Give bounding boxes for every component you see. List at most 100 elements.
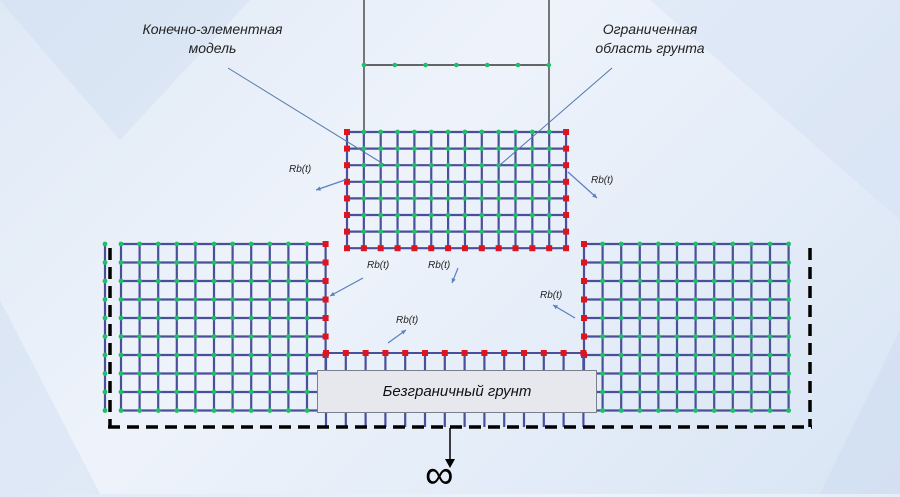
- node: [600, 260, 605, 265]
- node: [618, 352, 624, 358]
- node: [730, 278, 736, 284]
- node: [230, 334, 236, 339]
- node: [378, 162, 384, 168]
- node: [513, 229, 518, 235]
- node: [378, 129, 384, 135]
- force-label: Rb(t): [540, 290, 563, 301]
- node: [118, 241, 124, 247]
- node: [693, 260, 698, 265]
- node: [600, 297, 605, 302]
- node: [395, 146, 400, 152]
- node: [730, 315, 736, 321]
- node: [378, 212, 384, 218]
- node: [230, 241, 236, 247]
- node: [711, 241, 717, 247]
- node: [174, 352, 180, 358]
- node: [749, 241, 754, 247]
- node: [656, 241, 661, 247]
- node: [546, 129, 552, 135]
- node: [674, 297, 680, 302]
- node: [102, 260, 108, 265]
- node: [174, 315, 180, 321]
- node: [392, 62, 398, 68]
- node: [600, 371, 605, 376]
- node: [693, 389, 698, 395]
- node: [462, 162, 468, 168]
- node: [412, 212, 417, 218]
- boundary-node: [342, 350, 349, 356]
- node: [155, 352, 161, 358]
- boundary-node: [377, 245, 384, 252]
- boundary-node: [563, 245, 570, 252]
- boundary-node: [563, 228, 570, 235]
- node: [546, 146, 552, 152]
- node: [767, 241, 773, 247]
- boundary-node: [322, 315, 329, 321]
- node: [445, 162, 451, 168]
- node: [767, 278, 773, 284]
- node: [102, 334, 108, 339]
- node: [361, 146, 367, 152]
- boundary-node: [560, 350, 567, 356]
- node: [479, 129, 485, 135]
- node: [248, 260, 254, 265]
- boundary-node: [344, 129, 350, 135]
- node: [211, 334, 217, 339]
- infinity-symbol: ∞: [425, 453, 454, 497]
- node: [656, 278, 661, 284]
- node: [730, 408, 736, 413]
- node: [546, 229, 552, 235]
- node: [267, 260, 273, 265]
- node: [786, 389, 791, 395]
- node: [693, 297, 698, 302]
- node: [600, 334, 605, 339]
- node: [248, 334, 254, 339]
- node: [479, 179, 485, 185]
- node: [656, 352, 661, 358]
- node: [674, 371, 680, 376]
- node: [479, 146, 485, 152]
- node: [711, 297, 717, 302]
- node: [767, 352, 773, 358]
- node: [600, 315, 605, 321]
- node: [286, 297, 291, 302]
- node: [428, 229, 434, 235]
- node: [513, 129, 518, 135]
- node: [193, 278, 198, 284]
- node: [267, 241, 273, 247]
- node: [479, 212, 485, 218]
- node: [155, 297, 161, 302]
- node: [361, 62, 367, 68]
- boundary-node: [344, 245, 350, 252]
- node: [618, 389, 624, 395]
- node: [193, 334, 198, 339]
- node: [395, 196, 400, 201]
- node: [211, 315, 217, 321]
- force-arrow: [315, 179, 346, 191]
- node: [267, 315, 273, 321]
- force-label: Rb(t): [428, 260, 451, 271]
- arrowhead-icon: [451, 278, 456, 283]
- node: [174, 241, 180, 247]
- node: [248, 315, 254, 321]
- boundary-node: [581, 315, 587, 321]
- node: [711, 315, 717, 321]
- boundary-node: [581, 278, 587, 284]
- node: [211, 371, 217, 376]
- force-arrow: [329, 277, 364, 297]
- node: [730, 241, 736, 247]
- node: [211, 352, 217, 358]
- node: [767, 315, 773, 321]
- boundary-node: [344, 212, 350, 218]
- boundary-node: [563, 129, 570, 135]
- node: [496, 129, 502, 135]
- node: [786, 352, 791, 358]
- node: [118, 260, 124, 265]
- node: [286, 241, 291, 247]
- node: [428, 129, 434, 135]
- boundary-node: [323, 350, 329, 356]
- node: [137, 260, 143, 265]
- node: [749, 371, 754, 376]
- node: [211, 297, 217, 302]
- boundary-node: [445, 245, 452, 252]
